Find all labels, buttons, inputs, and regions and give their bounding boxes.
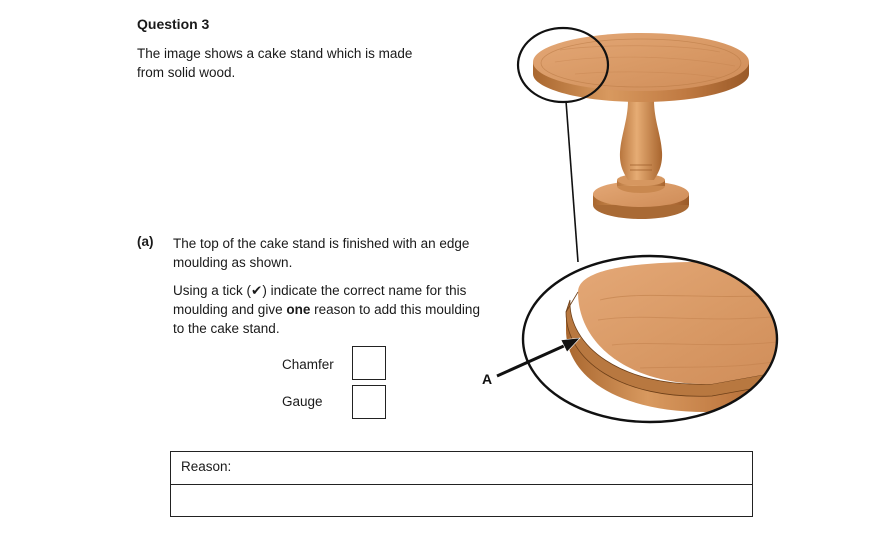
instruction-line-3: to the cake stand. [173, 321, 280, 336]
stand-stem [619, 100, 663, 180]
reason-divider [171, 484, 752, 485]
question-title: Question 3 [137, 16, 210, 32]
callout-label-a: A [482, 371, 492, 387]
instruction-line-2-pre: moulding and give [173, 302, 287, 317]
option-chamfer-label: Chamfer [282, 357, 334, 372]
option-gauge-label: Gauge [282, 394, 323, 409]
intro-line-1: The image shows a cake stand which is ma… [137, 46, 413, 61]
callout-arrow [496, 337, 581, 378]
part-a-text: The top of the cake stand is finished wi… [173, 234, 503, 272]
instruction-emphasis: one [286, 302, 311, 317]
intro-line-2: from solid wood. [137, 65, 236, 80]
gauge-tick-box[interactable] [352, 385, 386, 419]
question-intro: The image shows a cake stand which is ma… [137, 44, 437, 82]
stand-base [593, 174, 689, 219]
instruction-line-2-post: reason to add this moulding [310, 302, 480, 317]
part-a-line-1: The top of the cake stand is finished wi… [173, 236, 470, 251]
zoom-connector-line [565, 100, 579, 263]
reason-label: Reason: [181, 459, 232, 474]
stand-top [533, 33, 749, 102]
cake-stand-drawing [533, 33, 749, 219]
reason-answer-box: Reason: [170, 451, 753, 517]
chamfer-tick-box[interactable] [352, 346, 386, 380]
highlight-circle [516, 26, 610, 104]
instruction-line-1: Using a tick (✔) indicate the correct na… [173, 283, 467, 298]
instruction-line-2: moulding and give one reason to add this… [173, 300, 508, 319]
part-a-line-2: moulding as shown. [173, 255, 293, 270]
part-a-label: (a) [137, 234, 154, 249]
instruction-text: Using a tick (✔) indicate the correct na… [173, 281, 508, 338]
zoom-circle [521, 254, 779, 424]
